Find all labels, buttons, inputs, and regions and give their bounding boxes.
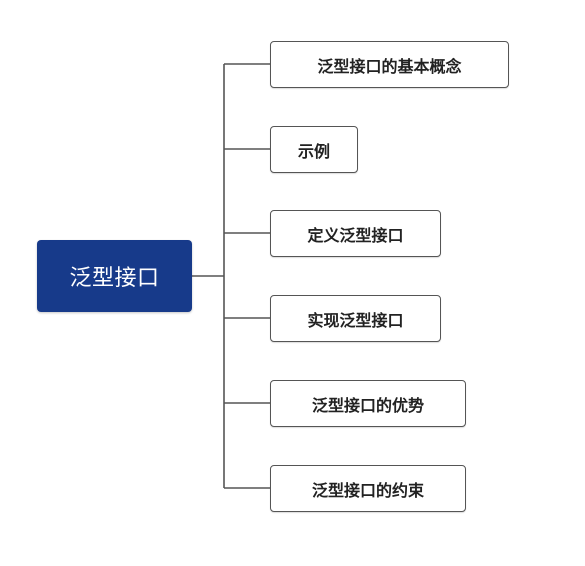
topic-implement-generic-interface[interactable]: 实现泛型接口 bbox=[270, 295, 441, 342]
topic-generic-interface-constraints[interactable]: 泛型接口的约束 bbox=[270, 465, 466, 512]
topic-example[interactable]: 示例 bbox=[270, 126, 358, 173]
root-topic[interactable]: 泛型接口 bbox=[37, 240, 192, 312]
topic-define-generic-interface[interactable]: 定义泛型接口 bbox=[270, 210, 441, 257]
topic-generic-interface-advantages[interactable]: 泛型接口的优势 bbox=[270, 380, 466, 427]
topic-generic-interface-basic-concepts[interactable]: 泛型接口的基本概念 bbox=[270, 41, 509, 88]
